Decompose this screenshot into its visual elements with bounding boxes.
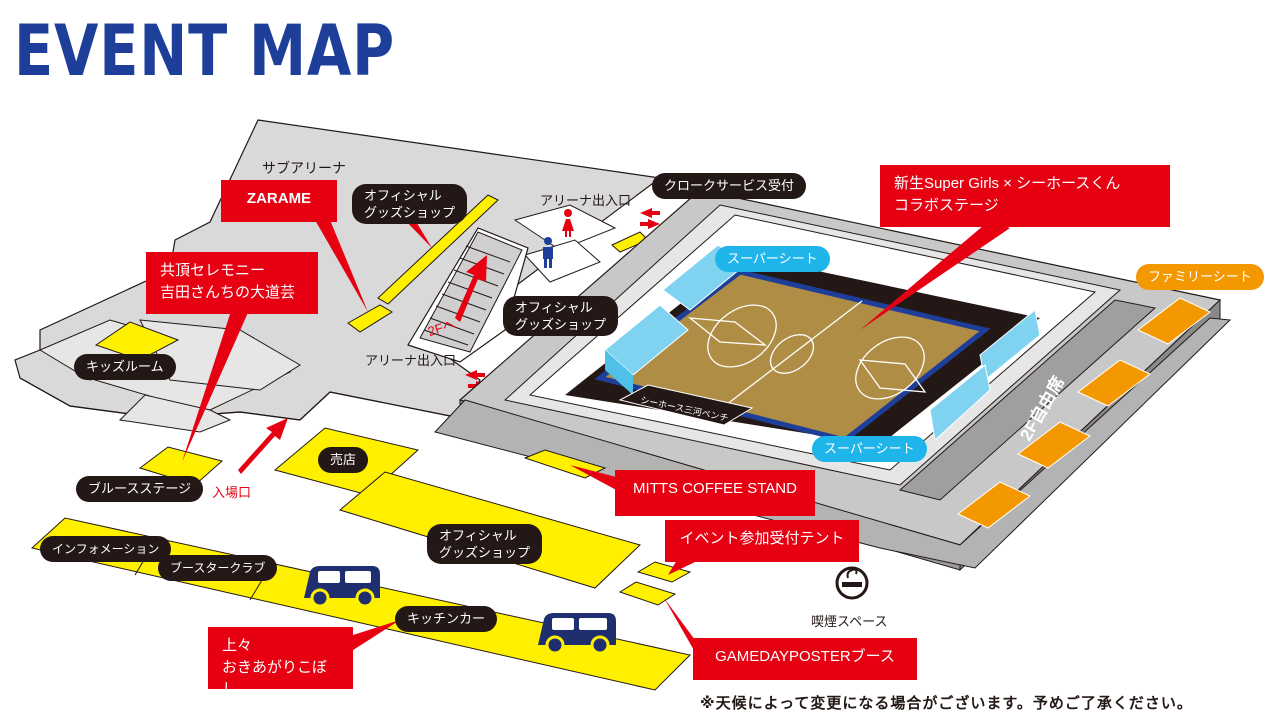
blue-stage-label[interactable]: ブルースステージ xyxy=(76,476,204,502)
family-seat-label[interactable]: ファミリーシート xyxy=(1136,264,1264,290)
official-goods-2-label[interactable]: オフィシャル グッズショップ xyxy=(503,296,619,336)
entrance-arrows-top xyxy=(640,208,660,229)
pointer-zarame xyxy=(315,220,368,312)
kids-room-label[interactable]: キッズルーム xyxy=(74,354,176,380)
super-seat-right-block-2 xyxy=(929,364,991,441)
pointer-gameday xyxy=(664,598,695,652)
sub-arena-building xyxy=(14,119,666,433)
smoking-area-icon xyxy=(835,566,869,600)
weather-notice: ※天候によって変更になる場合がございます。予めご了承ください。 xyxy=(700,695,1193,712)
booster-club-label[interactable]: ブースタークラブ xyxy=(158,555,278,581)
shop-label[interactable]: 売店 xyxy=(318,447,369,473)
booth-official-goods-1 xyxy=(377,194,499,305)
arena-entrance-top-label: アリーナ出入口 xyxy=(540,193,632,208)
male-restroom-icon xyxy=(543,237,553,268)
stair-up-arrow xyxy=(455,255,487,322)
kitchen-car-icon-2 xyxy=(538,613,616,655)
family-seat-blocks xyxy=(957,297,1211,529)
event-tent-callout[interactable]: イベント参加受付テント xyxy=(665,520,859,562)
court-lines xyxy=(687,300,927,409)
concourse-2f xyxy=(434,317,1232,569)
female-restroom-icon xyxy=(562,209,574,237)
super-seat-top-block-2 xyxy=(604,304,689,376)
pointer-super-girls xyxy=(860,220,1010,330)
super-girls-callout[interactable]: 新生Super Girls × シーホースくん コラボステージ xyxy=(880,165,1170,227)
room-wall-3 xyxy=(118,394,232,433)
super-seat-bottom-label[interactable]: スーパーシート xyxy=(812,436,927,462)
kitchen-car-label[interactable]: キッチンカー xyxy=(395,606,498,632)
super-seat-top-side xyxy=(605,350,633,395)
free-seat-2f-strip xyxy=(898,299,1157,501)
booth-zarame xyxy=(347,304,393,333)
official-goods-3-label[interactable]: オフィシャル グッズショップ xyxy=(427,524,543,564)
bench-label-box xyxy=(618,384,754,426)
ceremony-callout[interactable]: 共頂セレモニー 吉田さんちの大道芸 xyxy=(146,252,318,314)
booth-gameday-poster xyxy=(618,581,677,606)
entrance-arrow xyxy=(238,418,288,474)
sub-arena-edge-bottom xyxy=(19,377,461,421)
official-goods-1-label[interactable]: オフィシャル グッズショップ xyxy=(352,184,468,224)
page-title: EVENT MAP xyxy=(14,10,396,92)
kitchen-car-icon-1 xyxy=(304,566,380,608)
zarame-callout[interactable]: ZARAME xyxy=(221,180,337,222)
entrance-label: 入場口 xyxy=(212,485,252,500)
booth-event-tent xyxy=(636,561,692,583)
information-label[interactable]: インフォメーション xyxy=(40,536,172,562)
arena-entrance-mid-label: アリーナ出入口 xyxy=(365,353,457,368)
cloak-label[interactable]: クロークサービス受付 xyxy=(652,173,807,199)
pointer-jouou xyxy=(350,620,400,652)
super-seat-top-label[interactable]: スーパーシート xyxy=(715,246,830,272)
mitts-callout[interactable]: MITTS COFFEE STAND xyxy=(615,470,815,516)
smoking-area-label: 喫煙スペース xyxy=(811,614,888,629)
jouou-callout[interactable]: 上々 おきあがりこぼし xyxy=(208,627,353,698)
gameday-poster-callout[interactable]: GAMEDAYPOSTERブース xyxy=(693,638,917,680)
pointer-mitts xyxy=(570,465,620,492)
sub-arena-label: サブアリーナ xyxy=(262,160,346,176)
pointer-ceremony xyxy=(182,308,250,462)
